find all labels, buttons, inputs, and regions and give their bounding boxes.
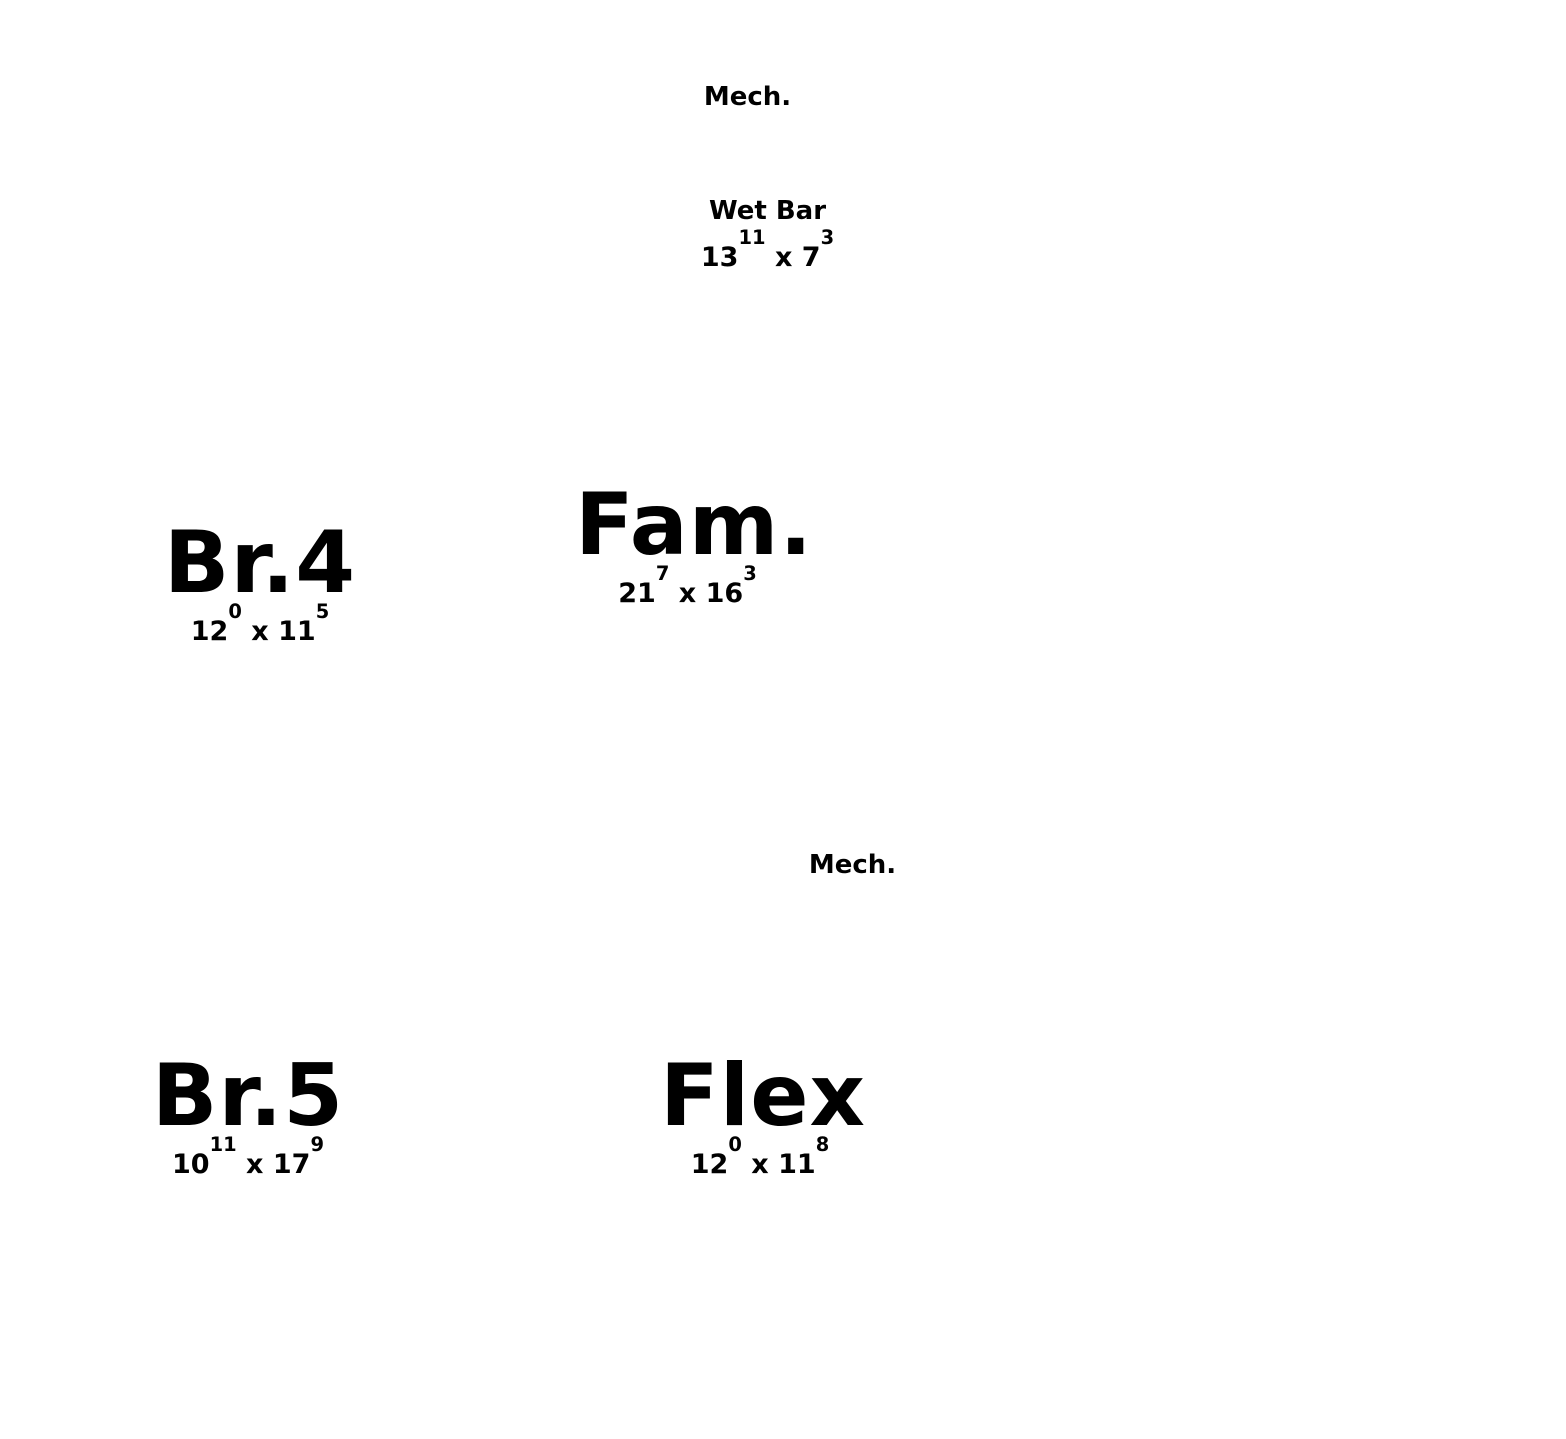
dim-feet-2: 11 (278, 616, 316, 647)
room-dimensions: 120 x 115 (160, 602, 360, 647)
dim-separator: x (678, 578, 697, 609)
dim-inches-1: 11 (209, 1133, 237, 1156)
dim-feet-1: 21 (618, 578, 656, 609)
room-label-mech-bottom: Mech. (795, 852, 910, 878)
room-label-fam: Fam. 217 x 163 (575, 475, 814, 609)
dim-inches-2: 3 (820, 226, 835, 249)
dim-feet-2: 17 (272, 1149, 311, 1180)
dim-inches-1: 7 (655, 562, 670, 585)
dim-feet-2: 16 (705, 578, 744, 609)
dim-inches-1: 11 (738, 226, 766, 249)
dim-feet-1: 12 (190, 616, 229, 647)
dim-inches-2: 8 (815, 1133, 830, 1156)
dim-separator: x (246, 1149, 264, 1180)
dim-inches-1: 0 (228, 600, 242, 623)
room-name: Mech. (808, 850, 897, 880)
dim-inches-1: 0 (728, 1133, 742, 1156)
room-dimensions: 217 x 163 (575, 564, 800, 609)
room-dimensions: 1011 x 179 (148, 1135, 348, 1180)
dim-feet-1: 10 (172, 1149, 210, 1180)
room-name: Fam. (575, 475, 814, 575)
dim-feet-2: 7 (801, 242, 821, 273)
room-name: Wet Bar (708, 196, 827, 226)
dim-inches-2: 3 (743, 562, 757, 585)
room-name: Br.5 (151, 1046, 345, 1146)
dim-feet-1: 13 (700, 242, 739, 273)
dim-inches-2: 9 (310, 1133, 324, 1156)
dim-feet-2: 11 (778, 1149, 816, 1180)
room-label-mech-top: Mech. (690, 84, 805, 110)
dim-feet-1: 12 (690, 1149, 729, 1180)
room-name: Flex (660, 1046, 867, 1146)
dim-separator: x (251, 616, 269, 647)
dim-separator: x (774, 242, 793, 273)
room-label-wet-bar: Wet Bar 1311 x 73 (700, 198, 835, 271)
dim-inches-2: 5 (315, 600, 330, 623)
dim-separator: x (751, 1149, 769, 1180)
room-dimensions: 1311 x 73 (700, 228, 835, 273)
room-label-flex: Flex 120 x 118 (660, 1046, 867, 1180)
room-name: Br.4 (163, 513, 357, 613)
room-label-br4: Br.4 120 x 115 (160, 520, 360, 645)
room-dimensions: 120 x 118 (660, 1135, 860, 1180)
room-name: Mech. (703, 82, 792, 112)
room-label-br5: Br.5 1011 x 179 (148, 1053, 348, 1178)
